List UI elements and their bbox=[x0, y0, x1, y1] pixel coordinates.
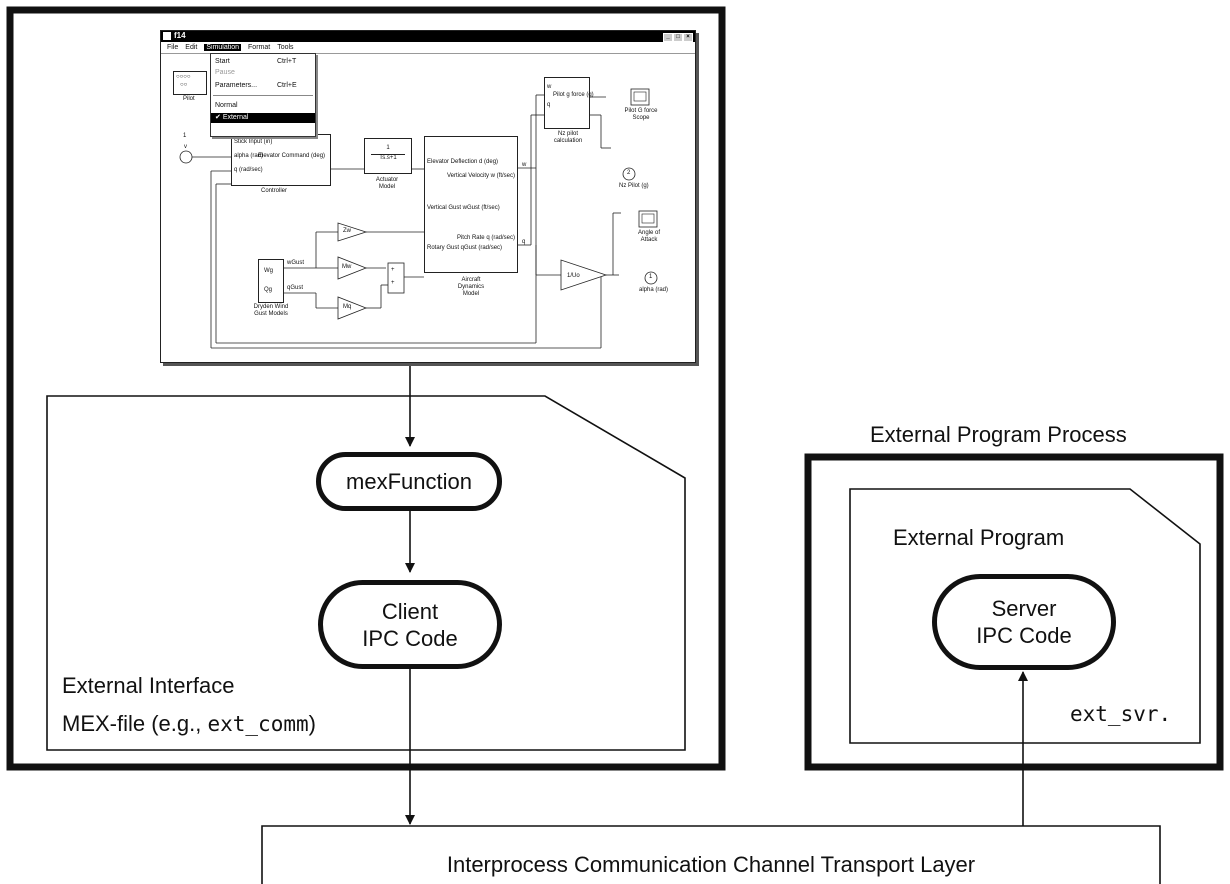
wgust-label: wGust bbox=[287, 260, 305, 266]
simulink-model-window: f14 _ □ × File Edit Simulation Format To… bbox=[160, 30, 696, 363]
inport-v-number: 1 bbox=[183, 133, 187, 139]
controller-input-stick: Stick Input (in) bbox=[234, 139, 273, 145]
scope2-label: Angle of Attack bbox=[637, 230, 661, 243]
mex-function-node: mexFunction bbox=[316, 452, 502, 511]
transport-layer-box bbox=[261, 825, 1161, 884]
outport1-label: alpha (rad) bbox=[639, 287, 669, 293]
client-ipc-line2: IPC Code bbox=[362, 625, 458, 651]
pilot-label: Pilot bbox=[183, 96, 195, 102]
server-ipc-line1: Server bbox=[991, 596, 1057, 621]
nz-input-q: q bbox=[547, 102, 551, 108]
dryden-wg: Wg bbox=[264, 268, 273, 274]
pilot-block: ○○○○ ○○ bbox=[173, 71, 207, 95]
external-program-process-title: External Program Process bbox=[870, 422, 1127, 447]
nz-input-w: w bbox=[547, 84, 552, 90]
outport2-number: 2 bbox=[627, 170, 631, 176]
dryden-gust-block: Wg Qg bbox=[258, 259, 284, 303]
aircraft-input-vgust: Vertical Gust wGust (ft/sec) bbox=[427, 205, 500, 211]
controller-block: Stick Input (in) alpha (rad) q (rad/sec)… bbox=[231, 134, 331, 186]
mex-file-caption: MEX-file (e.g., ext_comm) bbox=[62, 711, 316, 736]
external-program-process-box bbox=[804, 453, 1224, 771]
sum-plus-2: + bbox=[391, 280, 395, 286]
inport-v-label: v bbox=[184, 144, 187, 150]
menu-item-normal[interactable]: Normal bbox=[215, 102, 238, 109]
menu-tools[interactable]: Tools bbox=[277, 44, 294, 51]
transport-layer-label: Interprocess Communication Channel Trans… bbox=[446, 852, 976, 877]
actuator-numerator: 1 bbox=[386, 145, 390, 151]
controller-output: Elevator Command (deg) bbox=[258, 153, 326, 159]
checkmark-icon: ✔ bbox=[215, 114, 223, 121]
menu-edit[interactable]: Edit bbox=[185, 44, 198, 51]
ext-svr-file-label: ext_svr. bbox=[1070, 702, 1172, 726]
app-icon bbox=[163, 32, 171, 40]
actuator-block: 1 Ts.s+1 bbox=[364, 138, 412, 174]
outport2-label: Nz Pilot (g) bbox=[619, 183, 649, 189]
actuator-denominator: Ts.s+1 bbox=[371, 154, 405, 162]
server-ipc-line2: IPC Code bbox=[976, 623, 1072, 648]
menu-item-pause[interactable]: Pause bbox=[215, 69, 235, 76]
controller-input-alpha: alpha (rad) bbox=[234, 153, 264, 159]
nz-calc-label: Nz pilot calculation bbox=[553, 131, 583, 144]
window-title: f14 bbox=[174, 31, 186, 40]
window-titlebar: f14 _ □ × bbox=[161, 31, 695, 42]
menu-file[interactable]: File bbox=[167, 44, 179, 51]
signal-w-label: w bbox=[522, 162, 527, 168]
dryden-qg: Qg bbox=[264, 287, 273, 293]
nz-pilot-block: w q Pilot g force (g) bbox=[544, 77, 594, 129]
aircraft-dynamics-block: Elevator Deflection d (deg) Vertical Gus… bbox=[424, 136, 518, 273]
scope1-label: Pilot G force Scope bbox=[624, 108, 658, 121]
aircraft-label: Aircraft Dynamics Model bbox=[457, 277, 485, 297]
menu-separator bbox=[213, 95, 313, 96]
aircraft-input-elevator: Elevator Deflection d (deg) bbox=[427, 159, 499, 165]
menu-item-start[interactable]: Start Ctrl+T bbox=[215, 58, 297, 65]
external-interface-title: External Interface bbox=[62, 673, 235, 698]
gain-mq: Mq bbox=[343, 304, 352, 310]
external-program-box bbox=[849, 488, 1201, 744]
menu-format[interactable]: Format bbox=[248, 44, 271, 51]
mex-function-label: mexFunction bbox=[346, 469, 472, 494]
dryden-label: Dryden Wind Gust Models bbox=[253, 304, 289, 317]
aircraft-output-q: Pitch Rate q (rad/sec) bbox=[456, 235, 515, 241]
qgust-label: qGust bbox=[287, 285, 304, 291]
outport1-number: 1 bbox=[649, 274, 653, 280]
menu-item-external[interactable]: ✔ External bbox=[211, 113, 315, 123]
controller-label: Controller bbox=[261, 188, 288, 194]
maximize-icon[interactable]: □ bbox=[673, 33, 683, 42]
nz-output: Pilot g force (g) bbox=[553, 92, 594, 98]
signal-q-label: q bbox=[522, 239, 526, 245]
server-ipc-node: Server IPC Code bbox=[932, 574, 1116, 670]
controller-input-q: q (rad/sec) bbox=[234, 167, 263, 173]
minimize-icon[interactable]: _ bbox=[663, 33, 673, 42]
aircraft-output-w: Vertical Velocity w (ft/sec) bbox=[446, 173, 515, 179]
close-icon[interactable]: × bbox=[683, 33, 693, 42]
external-program-title: External Program bbox=[893, 525, 1065, 550]
simulation-dropdown: Start Ctrl+T Pause Parameters... Ctrl+E … bbox=[210, 53, 316, 137]
model-wires bbox=[179, 88, 658, 349]
client-ipc-line1: Client bbox=[381, 598, 439, 624]
external-interface-box bbox=[46, 395, 686, 751]
menu-simulation[interactable]: Simulation bbox=[204, 44, 242, 51]
aircraft-input-qgust: Rotary Gust qGust (rad/sec) bbox=[427, 245, 503, 251]
gain-mw: Mw bbox=[342, 264, 352, 270]
menu-item-parameters[interactable]: Parameters... Ctrl+E bbox=[215, 82, 297, 89]
host-process-box bbox=[6, 6, 726, 771]
sum-plus-1: + bbox=[391, 267, 395, 273]
menubar: File Edit Simulation Format Tools bbox=[161, 42, 695, 54]
gain-uo: 1/Uo bbox=[567, 273, 580, 279]
actuator-label: Actuator Model bbox=[375, 177, 399, 190]
client-ipc-node: Client IPC Code bbox=[318, 580, 502, 669]
gain-zw: Zw bbox=[343, 228, 351, 234]
